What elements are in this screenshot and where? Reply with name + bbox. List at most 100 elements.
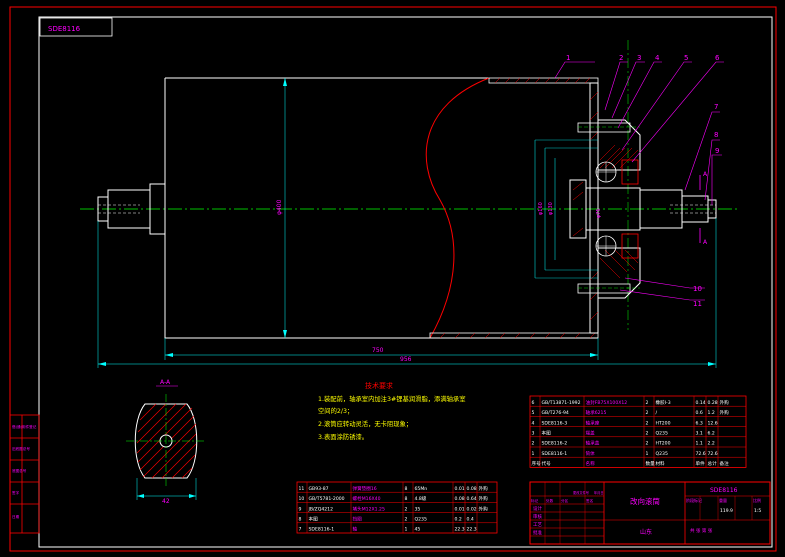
corner-stamp-box	[39, 17, 113, 37]
drawing-frame	[38, 16, 773, 548]
bom-left-cell-tw: 22.3	[467, 527, 477, 533]
dim-shaft-bore: φ75	[596, 208, 602, 218]
side-label-2: 旧底图总号	[12, 446, 30, 451]
bom-right-cell-qty: 1	[646, 451, 649, 457]
bom-left-cell-w: 0.01	[455, 506, 465, 512]
bom-right-header-qty: 数量	[646, 460, 656, 467]
bom-right-cell-w: 0.14	[696, 400, 706, 406]
bom-right-cell-note: 外购	[720, 409, 730, 416]
bom-right-cell-w: 72.6	[696, 451, 706, 457]
bom-right-cell-w: 0.6	[696, 410, 703, 416]
section-view: A-A 42	[126, 379, 206, 505]
rev-label-2: 处数	[546, 498, 554, 503]
title-scale: 1:5	[754, 508, 761, 514]
bom-left-cell-w: 0.01	[455, 486, 465, 492]
bom-right-header-w: 单件	[696, 460, 706, 467]
bom-right-cell-code: GB/T13871-1992	[542, 400, 581, 406]
bom-right-cell-mat: /	[656, 410, 658, 416]
bom-right-cell-qty: 2	[646, 400, 649, 406]
bom-left-cell-note: 外购	[479, 485, 489, 492]
bom-right-cell-code: SDE8116-2	[542, 441, 568, 447]
bom-left-cell-code: JB/ZQ4212	[308, 506, 334, 512]
title-scale-label: 比例	[753, 497, 761, 503]
bom-left-cell-w: 22.3	[455, 527, 465, 533]
bom-left-cell-mat: 4.8级	[415, 495, 427, 502]
side-label-3: 底图总号	[12, 468, 27, 473]
bom-left-cell-name: 堵头M12X1.25	[353, 505, 385, 512]
balloon-4: 4	[655, 54, 660, 62]
bom-left-cell-note: 外购	[479, 495, 489, 502]
title-row-4: 批准	[533, 529, 542, 536]
break-curve	[425, 77, 490, 339]
bom-left-cell-tw: 0.08	[467, 486, 477, 492]
bom-right-cell-qty: 2	[646, 410, 649, 416]
side-label-4: 签字	[12, 490, 20, 495]
bom-left-cell-no: 9	[299, 506, 302, 512]
bom-left-cell-code: GB/T5781-2000	[309, 496, 345, 502]
bom-right-cell-note: 外购	[720, 399, 730, 406]
dim-length-inner: 750	[372, 347, 384, 354]
bom-left-cell-no: 8	[299, 517, 302, 523]
leader-lines	[554, 61, 724, 301]
bom-right-cell-w: 6.3	[696, 420, 703, 426]
bom-right-cell-tw: 12.6	[708, 420, 718, 426]
section-shape	[134, 403, 198, 479]
technical-notes: 技术要求 1.装配前，轴承室内加注3#锂基润滑脂，添满轴承室 空间的2/3； 2…	[318, 381, 466, 441]
title-sheet: 共 张 第 张	[690, 527, 713, 534]
section-mark-bottom: A	[703, 239, 708, 246]
bom-left-cell-tw: 0.64	[467, 496, 477, 502]
bom-left-cell-mat: Q235	[415, 517, 427, 523]
main-view: φ400 φ160 φ130 φ75 750 956 A A	[80, 40, 738, 368]
sheet-border	[9, 6, 777, 552]
side-label-5: 日期	[12, 514, 20, 519]
bom-left-cell-tw: 0.02	[467, 506, 477, 512]
title-row-2: 审核	[533, 513, 542, 520]
bom-right-cell-tw: 1.2	[708, 410, 715, 416]
end-plate	[589, 82, 599, 334]
bom-right-cell-code: SDE8116-3	[542, 420, 568, 426]
balloon-1: 1	[566, 54, 570, 62]
bom-right-cell-mat: 橡胶I-3	[656, 399, 671, 406]
bom-right-cell-code: 本图	[542, 430, 552, 437]
dim-length-total: 956	[400, 356, 412, 363]
bom-right-cell-no: 2	[532, 441, 535, 447]
bom-left-cell-code: 本图	[309, 516, 319, 523]
bom-left-cell-mat: 65Mn	[415, 486, 428, 492]
side-label-1: 借(通)用件登记	[12, 424, 37, 429]
bom-right-header-note: 备注	[720, 460, 730, 467]
bom-left-cell-qty: 8	[405, 496, 408, 502]
bom-right-cell-qty: 2	[646, 420, 649, 426]
balloon-8: 8	[714, 131, 718, 139]
balloon-7: 7	[714, 103, 718, 111]
bom-left-cell-note: 外购	[479, 505, 489, 512]
bom-right-cell-name: 轴承6215	[586, 409, 607, 416]
title-row-3: 工艺	[533, 522, 542, 528]
notes-line-2: 空间的2/3；	[318, 406, 353, 415]
bom-right-header-no: 序号	[532, 460, 542, 467]
bom-left-cell-qty: 8	[405, 486, 408, 492]
title-main: 改向滚筒	[630, 496, 660, 506]
bom-right-cell-no: 5	[532, 410, 535, 416]
section-title: A-A	[160, 379, 171, 386]
side-strip: 借(通)用件登记 旧底图总号 底图总号 签字 日期	[9, 414, 40, 534]
bom-left-cell-qty: 2	[405, 506, 408, 512]
bom-left-cell-name: 轴	[353, 526, 358, 533]
bom-right-cell-qty: 2	[646, 431, 649, 437]
rev-label-4: 更改文件号	[573, 490, 589, 495]
bom-right-cell-mat: Q235	[656, 451, 668, 457]
bom-left-cell-qty: 1	[405, 527, 408, 533]
dim-section-width: 42	[162, 498, 170, 505]
notes-line-3: 2.滚筒应转动灵活，无卡阻现象；	[318, 419, 412, 428]
notes-title: 技术要求	[365, 381, 393, 390]
rev-label-3: 分区	[561, 498, 569, 503]
svg-text:φ130: φ130	[548, 202, 554, 215]
bom-right-header-name: 名称	[586, 460, 596, 467]
bom-right-cell-qty: 2	[646, 441, 649, 447]
bom-left-cell-no: 11	[299, 486, 305, 492]
bom-right-cell-mat: Q235	[656, 431, 668, 437]
bom-left-cell-name: 螺栓M16X40	[353, 495, 381, 502]
balloon-5: 5	[684, 54, 688, 62]
